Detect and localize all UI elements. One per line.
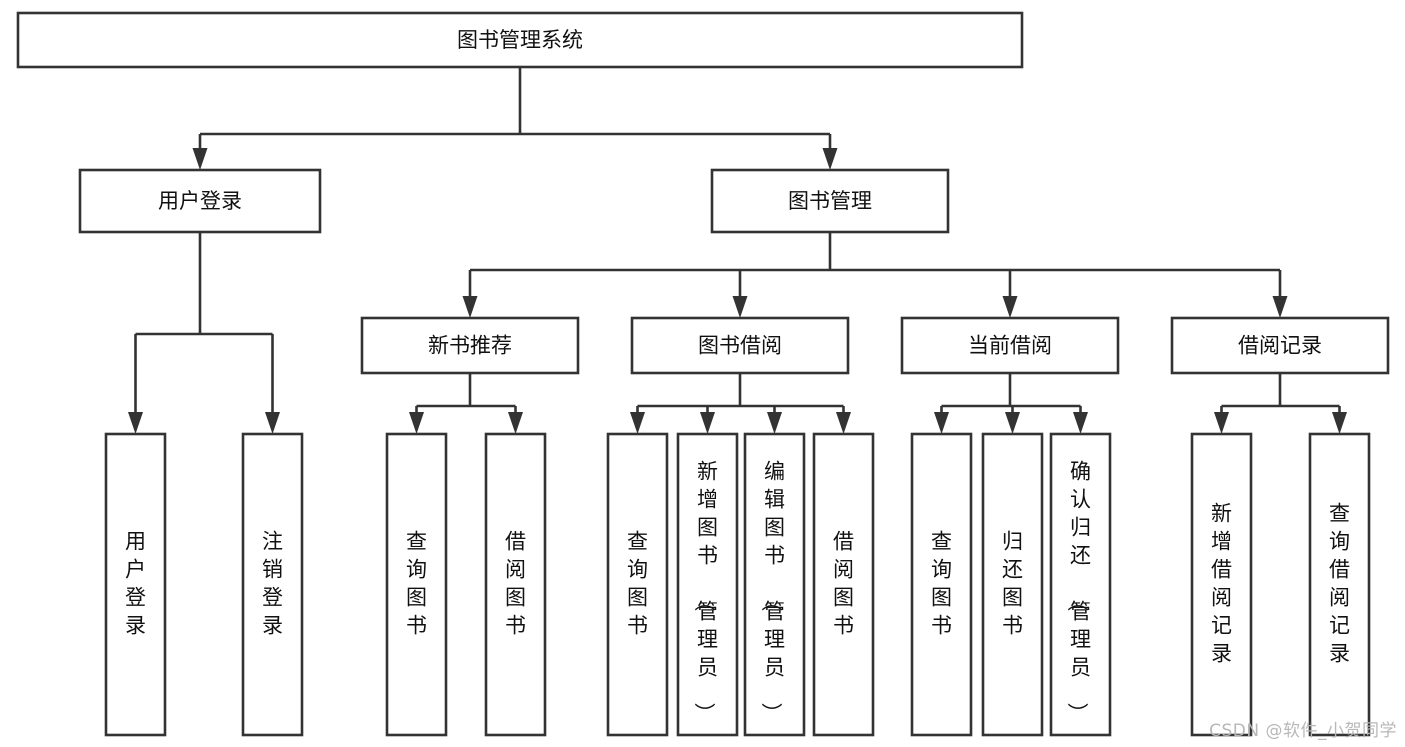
node-box-leaf-borrow-book-1 bbox=[484, 432, 547, 737]
node-box-leaf-add-record bbox=[1190, 432, 1253, 737]
node-box-leaf-query-record bbox=[1308, 432, 1371, 737]
node-leaf-logout[interactable]: 注销登录 bbox=[241, 432, 304, 737]
arrow-head-icon bbox=[192, 148, 208, 170]
node-root[interactable]: 图书管理系统 bbox=[16, 11, 1024, 69]
node-label-leaf-edit-book: 编辑图书（管理员） bbox=[759, 460, 785, 724]
arrow-head-icon bbox=[1002, 296, 1018, 318]
node-leaf-borrow-book-2[interactable]: 借阅图书 bbox=[812, 432, 875, 737]
node-label-leaf-logout: 注销登录 bbox=[262, 530, 283, 638]
node-box-records bbox=[1170, 316, 1390, 375]
node-label-leaf-return-book: 归还图书 bbox=[1002, 530, 1023, 638]
node-records[interactable]: 借阅记录 bbox=[1170, 316, 1390, 375]
node-leaf-add-record[interactable]: 新增借阅记录 bbox=[1190, 432, 1253, 737]
node-label-leaf-query-book-3: 查询图书 bbox=[931, 530, 952, 638]
node-label-leaf-query-record: 查询借阅记录 bbox=[1329, 502, 1350, 666]
arrow-head-icon bbox=[128, 412, 143, 434]
node-leaf-borrow-book-1[interactable]: 借阅图书 bbox=[484, 432, 547, 737]
node-box-leaf-query-book-2 bbox=[606, 432, 669, 737]
node-box-leaf-return-book bbox=[981, 432, 1044, 737]
node-box-leaf-user-login bbox=[104, 432, 167, 737]
node-box-login bbox=[78, 168, 322, 234]
node-leaf-edit-book[interactable]: 编辑图书（管理员） bbox=[743, 432, 806, 737]
arrow-head-icon bbox=[462, 296, 478, 318]
node-label-leaf-query-book-1: 查询图书 bbox=[406, 530, 427, 638]
arrow-head-icon bbox=[1005, 412, 1020, 434]
node-leaf-query-book-3[interactable]: 查询图书 bbox=[910, 432, 973, 737]
node-label-login: 用户登录 bbox=[158, 189, 242, 213]
arrow-head-icon bbox=[1332, 412, 1347, 434]
edge-layer bbox=[128, 67, 1347, 434]
arrow-head-icon bbox=[836, 412, 851, 434]
node-leaf-query-book-1[interactable]: 查询图书 bbox=[385, 432, 448, 737]
node-box-leaf-query-book-3 bbox=[910, 432, 973, 737]
node-box-newbook bbox=[360, 316, 580, 375]
node-box-leaf-borrow-book-2 bbox=[812, 432, 875, 737]
node-bookmgmt[interactable]: 图书管理 bbox=[710, 168, 950, 234]
node-box-leaf-confirm-return bbox=[1049, 432, 1112, 737]
node-box-leaf-logout bbox=[241, 432, 304, 737]
edge-group-borrow bbox=[630, 373, 851, 434]
arrow-head-icon bbox=[934, 412, 949, 434]
node-newbook[interactable]: 新书推荐 bbox=[360, 316, 580, 375]
arrow-head-icon bbox=[1272, 296, 1288, 318]
arrow-head-icon bbox=[630, 412, 645, 434]
node-box-leaf-edit-book bbox=[743, 432, 806, 737]
node-label-current: 当前借阅 bbox=[968, 334, 1052, 358]
node-box-borrow bbox=[630, 316, 850, 375]
node-label-records: 借阅记录 bbox=[1238, 334, 1322, 358]
node-box-root bbox=[16, 11, 1024, 69]
node-label-bookmgmt: 图书管理 bbox=[788, 189, 872, 213]
arrow-head-icon bbox=[508, 412, 523, 434]
arrow-head-icon bbox=[1073, 412, 1088, 434]
node-box-leaf-query-book-1 bbox=[385, 432, 448, 737]
node-label-newbook: 新书推荐 bbox=[428, 334, 512, 358]
node-label-leaf-user-login: 用户登录 bbox=[125, 530, 146, 638]
edge-group-bookmgmt bbox=[462, 232, 1288, 318]
arrow-head-icon bbox=[822, 148, 838, 170]
edge-group-current bbox=[934, 373, 1088, 434]
node-login[interactable]: 用户登录 bbox=[78, 168, 322, 234]
node-label-leaf-borrow-book-1: 借阅图书 bbox=[505, 530, 526, 638]
node-label-leaf-add-record: 新增借阅记录 bbox=[1211, 502, 1232, 666]
node-label-leaf-query-book-2: 查询图书 bbox=[627, 530, 648, 638]
node-borrow[interactable]: 图书借阅 bbox=[630, 316, 850, 375]
node-label-leaf-add-book: 新增图书（管理员） bbox=[692, 460, 718, 724]
node-leaf-user-login[interactable]: 用户登录 bbox=[104, 432, 167, 737]
node-current[interactable]: 当前借阅 bbox=[900, 316, 1120, 375]
node-leaf-query-record[interactable]: 查询借阅记录 bbox=[1308, 432, 1371, 737]
node-leaf-query-book-2[interactable]: 查询图书 bbox=[606, 432, 669, 737]
arrow-head-icon bbox=[1214, 412, 1229, 434]
node-leaf-confirm-return[interactable]: 确认归还（管理员） bbox=[1049, 432, 1112, 737]
node-leaf-add-book[interactable]: 新增图书（管理员） bbox=[676, 432, 739, 737]
edge-group-login bbox=[128, 232, 280, 434]
edge-group-newbook bbox=[409, 373, 523, 434]
arrow-head-icon bbox=[767, 412, 782, 434]
node-box-leaf-add-book bbox=[676, 432, 739, 737]
node-box-bookmgmt bbox=[710, 168, 950, 234]
node-layer: 图书管理系统用户登录图书管理新书推荐图书借阅当前借阅借阅记录用户登录注销登录查询… bbox=[16, 11, 1390, 737]
node-label-borrow: 图书借阅 bbox=[698, 334, 782, 358]
arrow-head-icon bbox=[265, 412, 280, 434]
node-leaf-return-book[interactable]: 归还图书 bbox=[981, 432, 1044, 737]
node-box-current bbox=[900, 316, 1120, 375]
edge-group-records bbox=[1214, 373, 1347, 434]
arrow-head-icon bbox=[700, 412, 715, 434]
node-label-leaf-confirm-return: 确认归还（管理员） bbox=[1065, 460, 1091, 724]
arrow-head-icon bbox=[409, 412, 424, 434]
node-label-root: 图书管理系统 bbox=[457, 28, 583, 52]
node-label-leaf-borrow-book-2: 借阅图书 bbox=[833, 530, 854, 638]
edge-group-root bbox=[192, 67, 838, 170]
arrow-head-icon bbox=[732, 296, 748, 318]
